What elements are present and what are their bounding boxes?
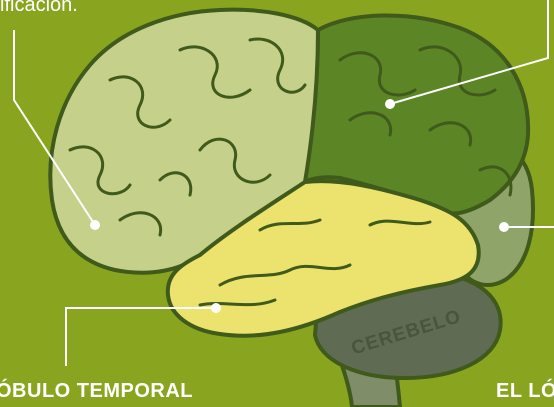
pointer-dot-parietal	[385, 99, 395, 109]
caption-top: ificación.	[0, 0, 78, 17]
pointer-dot-frontal	[90, 220, 100, 230]
label-right-partial: EL LÓ	[496, 380, 554, 403]
label-temporal-lobe: ÓBULO TEMPORAL	[0, 380, 193, 403]
pointer-dot-temporal	[211, 303, 221, 313]
pointer-dot-occipital	[499, 222, 509, 232]
